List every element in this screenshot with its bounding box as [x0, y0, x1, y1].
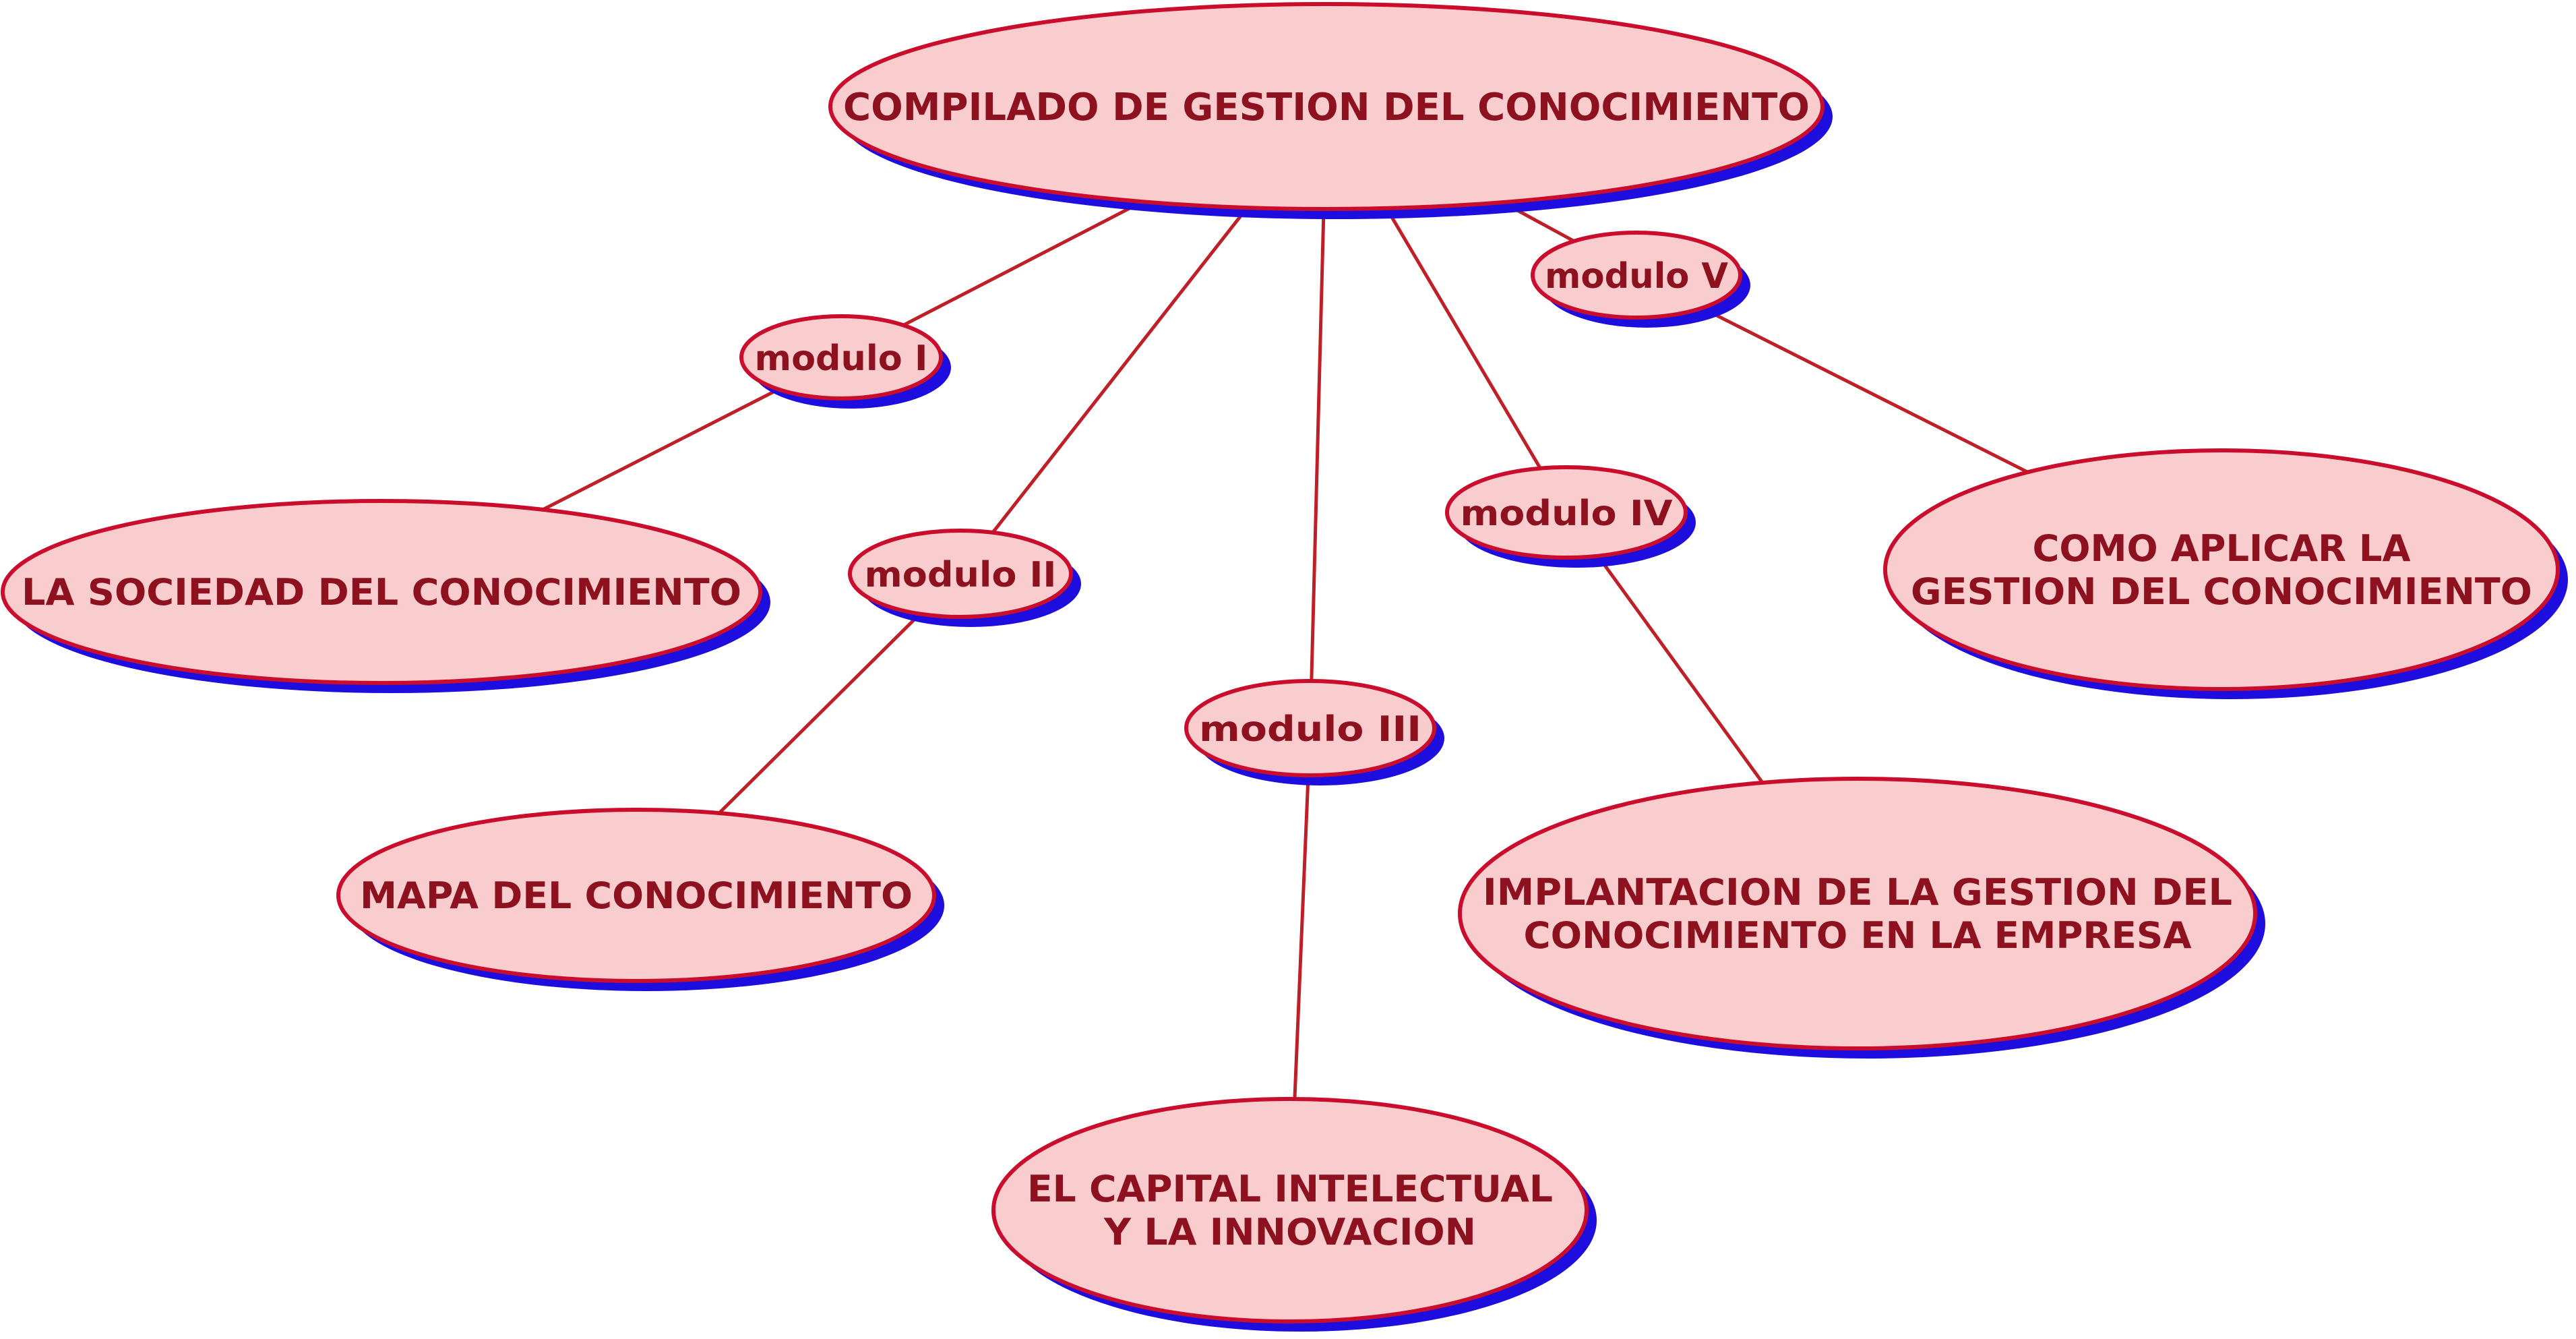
edge-layer — [542, 200, 2029, 1100]
node-modulo-iv[interactable]: modulo IV — [1445, 465, 1696, 568]
edge-root-modulo-i — [902, 200, 1143, 327]
node-ellipse — [991, 1097, 1589, 1323]
node-modulo-iii[interactable]: modulo III — [1184, 679, 1444, 785]
node-mapa[interactable]: MAPA DEL CONOCIMIENTO — [336, 808, 944, 991]
node-label-line: modulo III — [1199, 709, 1421, 750]
node-ellipse — [848, 529, 1073, 619]
edge-modulo-iv-implantacion — [1596, 555, 1765, 784]
node-ellipse — [1883, 448, 2560, 691]
node-ellipse — [1531, 231, 1742, 320]
node-label: modulo I — [755, 338, 928, 379]
node-label: modulo III — [1199, 709, 1421, 750]
node-ellipse — [1184, 679, 1436, 777]
node-sociedad[interactable]: LA SOCIEDAD DEL CONOCIMIENTO — [1, 499, 770, 693]
node-label-line: modulo II — [865, 555, 1057, 595]
edge-root-modulo-iv — [1385, 207, 1542, 469]
node-ellipse — [739, 314, 943, 400]
node-label-line: modulo V — [1545, 256, 1728, 297]
node-label: modulo IV — [1461, 494, 1673, 534]
node-modulo-v[interactable]: modulo V — [1531, 231, 1750, 328]
edge-modulo-i-sociedad — [542, 388, 780, 512]
node-ellipse — [336, 808, 936, 983]
node-label-line: MAPA DEL CONOCIMIENTO — [360, 874, 913, 917]
node-label: LA SOCIEDAD DEL CONOCIMIENTO — [22, 571, 741, 614]
node-label-line: COMPILADO DE GESTION DEL CONOCIMIENTO — [843, 86, 1810, 129]
node-label-line: modulo IV — [1461, 494, 1673, 534]
node-label: modulo II — [865, 555, 1057, 595]
node-ellipse — [1458, 777, 2257, 1050]
node-label-line: IMPLANTACION DE LA GESTION DEL — [1483, 871, 2232, 914]
edge-root-modulo-iii — [1310, 208, 1326, 682]
edge-root-modulo-ii — [991, 206, 1249, 534]
edge-modulo-iii-capital — [1293, 775, 1310, 1100]
node-label-line: GESTION DEL CONOCIMIENTO — [1911, 570, 2532, 613]
node-ellipse — [828, 2, 1824, 211]
node-ellipse — [1, 499, 762, 685]
node-label: COMPILADO DE GESTION DEL CONOCIMIENTO — [843, 86, 1810, 129]
node-label-line: modulo I — [755, 338, 928, 379]
edge-modulo-ii-mapa — [718, 612, 921, 814]
node-label-line: CONOCIMIENTO EN LA EMPRESA — [1524, 914, 2192, 957]
edge-modulo-v-como-aplicar — [1700, 306, 2029, 474]
node-label-line: EL CAPITAL INTELECTUAL — [1027, 1168, 1553, 1210]
node-modulo-i[interactable]: modulo I — [739, 314, 951, 409]
node-label: MAPA DEL CONOCIMIENTO — [360, 874, 913, 917]
node-label-line: COMO APLICAR LA — [2033, 527, 2411, 570]
node-label: modulo V — [1545, 256, 1728, 297]
node-label-line: Y LA INNOVACION — [1103, 1211, 1476, 1253]
node-modulo-ii[interactable]: modulo II — [848, 529, 1081, 627]
node-root[interactable]: COMPILADO DE GESTION DEL CONOCIMIENTO — [828, 2, 1833, 219]
node-ellipse — [1445, 465, 1688, 560]
node-label-line: LA SOCIEDAD DEL CONOCIMIENTO — [22, 571, 741, 614]
